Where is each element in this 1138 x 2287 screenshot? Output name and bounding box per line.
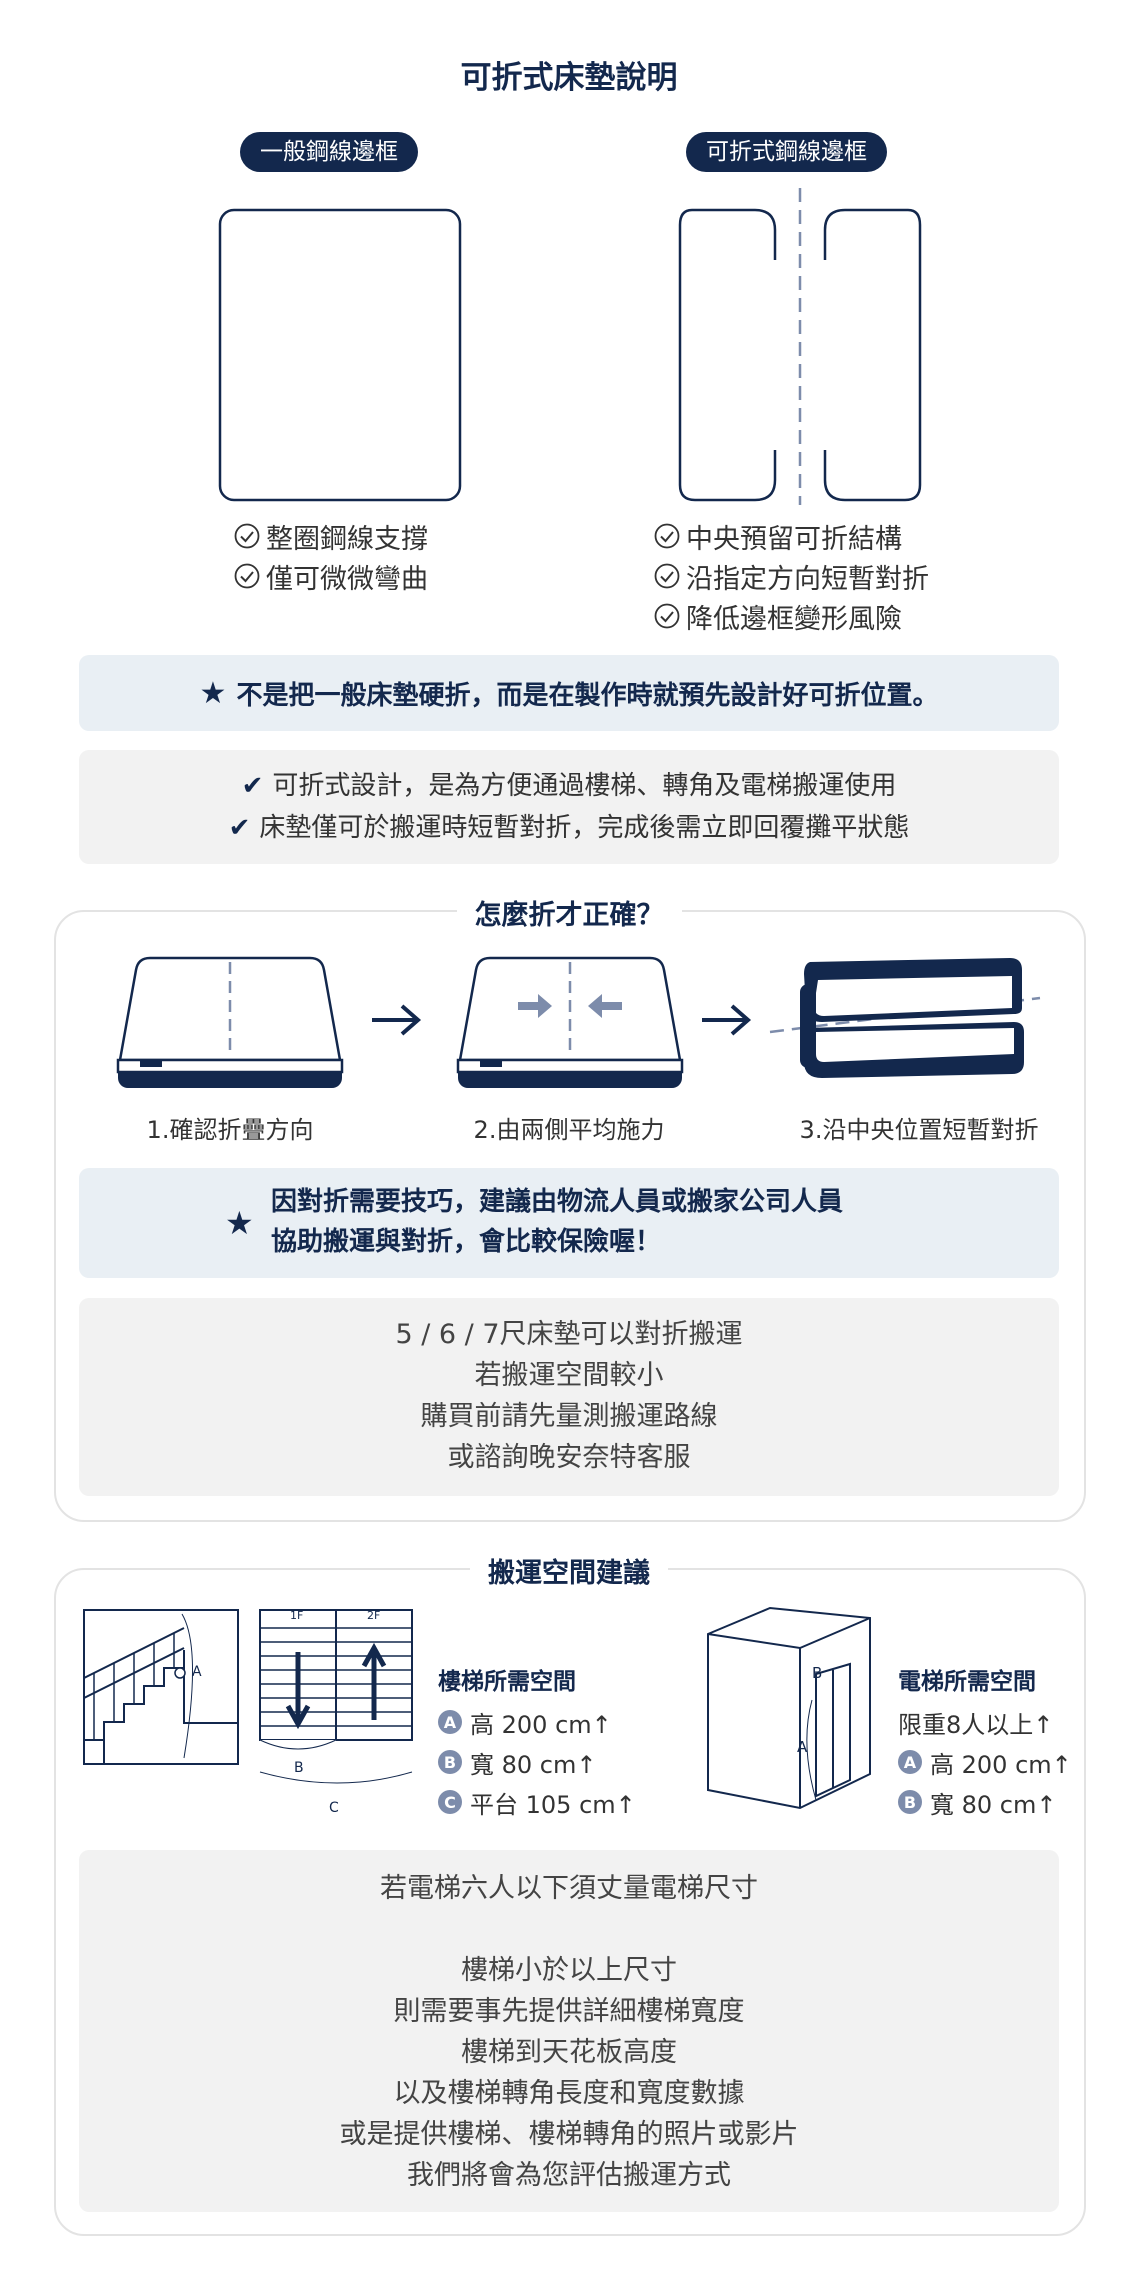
step1-mattress-icon xyxy=(116,956,344,1088)
step3-folded-mattress-icon xyxy=(769,958,1041,1078)
folding-tip-line: 協助搬運與對折，會比較保險喔！ xyxy=(271,1227,662,1257)
elevator-limit: 限重8人以上↑ xyxy=(898,1710,1054,1739)
space-info-band: 若電梯六人以下須丈量電梯尺寸 樓梯小於以上尺寸 則需要事先提供詳細樓梯寬度 樓梯… xyxy=(79,1850,1059,2212)
folding-info-line: 或諮詢晚安奈特客服 xyxy=(447,1442,691,1473)
space-title: 搬運空間建議 xyxy=(470,1558,668,1589)
general-point-text: 整圈鋼線支撐 xyxy=(266,523,428,555)
elevator-spec-text: 高 200 cm↑ xyxy=(930,1750,1072,1779)
arrow-right-icon xyxy=(372,1004,422,1036)
badge-c: C xyxy=(438,1790,462,1814)
check-icon: ✔ xyxy=(228,813,260,843)
stairs-spec: C 平台 105 cm↑ xyxy=(438,1782,636,1822)
stairs-spec-text: 平台 105 cm↑ xyxy=(470,1790,636,1819)
folding-info-line: 購買前請先量測搬運路線 xyxy=(420,1401,718,1432)
step-label: 3.沿中央位置短暫對折 xyxy=(799,1116,1039,1144)
label-c: C xyxy=(329,1800,339,1816)
space-info-line: 樓梯到天花板高度 xyxy=(461,2037,677,2068)
folding-info-line: 若搬運空間較小 xyxy=(474,1360,664,1391)
space-info-line: 樓梯小於以上尺寸 xyxy=(461,1955,677,1986)
label-2f: 2F xyxy=(367,1609,381,1622)
foldable-point: 中央預留可折結構 xyxy=(654,516,929,556)
folding-title: 怎麼折才正確？ xyxy=(456,900,682,931)
elevator-diagram xyxy=(707,1606,871,1810)
design-note-text: 不是把一般床墊硬折，而是在製作時就預先設計好可折位置。 xyxy=(236,680,939,711)
stairs-spec-text: 高 200 cm↑ xyxy=(470,1710,612,1739)
foldable-point-text: 中央預留可折結構 xyxy=(686,523,902,555)
circle-check-icon xyxy=(654,523,680,549)
usage-note-text: 床墊僅可於搬運時短暫對折，完成後需立即回覆攤平狀態 xyxy=(259,813,910,843)
label-b: B xyxy=(812,1664,823,1682)
star-icon: ★ xyxy=(225,1204,254,1242)
space-title-wrap: 搬運空間建議 xyxy=(0,1551,1138,1590)
foldable-point: 降低邊框變形風險 xyxy=(654,596,929,636)
space-info-spacer xyxy=(79,1909,1059,1950)
space-info-line: 若電梯六人以下須丈量電梯尺寸 xyxy=(380,1873,758,1904)
stairs-spec: B 寬 80 cm↑ xyxy=(438,1742,636,1782)
badge-b: B xyxy=(898,1790,922,1814)
badge-a: A xyxy=(898,1750,922,1774)
foldable-frame-diagram xyxy=(678,188,922,505)
elevator-spec-text: 寬 80 cm↑ xyxy=(930,1790,1057,1819)
folding-info-line: 5 / 6 / 7尺床墊可以對折搬運 xyxy=(395,1319,743,1350)
usage-notes-band: ✔ 可折式設計，是為方便通過樓梯、轉角及電梯搬運使用 ✔ 床墊僅可於搬運時短暫對… xyxy=(79,750,1059,864)
circle-check-icon xyxy=(654,563,680,589)
general-frame-label: 一般鋼線邊框 xyxy=(240,132,418,172)
stairs-spec: A 高 200 cm↑ xyxy=(438,1702,636,1742)
folding-info-band: 5 / 6 / 7尺床墊可以對折搬運 若搬運空間較小 購買前請先量測搬運路線 或… xyxy=(79,1298,1059,1496)
usage-note: ✔ 可折式設計，是為方便通過樓梯、轉角及電梯搬運使用 xyxy=(242,765,897,807)
folding-title-wrap: 怎麼折才正確？ xyxy=(0,893,1138,932)
usage-note: ✔ 床墊僅可於搬運時短暫對折，完成後需立即回覆攤平狀態 xyxy=(229,807,910,849)
page-title: 可折式床墊說明 xyxy=(460,60,678,96)
foldable-point-text: 降低邊框變形風險 xyxy=(686,603,902,635)
label-a: A xyxy=(192,1664,202,1680)
step-label: 1.確認折疊方向 xyxy=(146,1116,314,1144)
label-1f: 1F xyxy=(290,1609,304,1622)
general-point: 僅可微微彎曲 xyxy=(234,556,428,596)
staircase-diagram xyxy=(83,1609,239,1765)
folding-tip-band: ★ 因對折需要技巧，建議由物流人員或搬家公司人員 協助搬運與對折，會比較保險喔！ xyxy=(79,1168,1059,1278)
folding-tip-line: 因對折需要技巧，建議由物流人員或搬家公司人員 xyxy=(271,1187,844,1217)
dimension-c-line xyxy=(259,1771,413,1784)
space-info-line: 以及樓梯轉角長度和寬度數據 xyxy=(393,2078,745,2109)
general-point-text: 僅可微微彎曲 xyxy=(266,563,428,595)
foldable-frame-label: 可折式鋼線邊框 xyxy=(686,132,887,172)
stairs-heading: 樓梯所需空間 xyxy=(438,1669,576,1695)
foldable-point-text: 沿指定方向短暫對折 xyxy=(686,563,929,595)
arrow-right-icon xyxy=(702,1004,752,1036)
space-info-line: 我們將會為您評估搬運方式 xyxy=(407,2160,731,2191)
stairs-spec-text: 寬 80 cm↑ xyxy=(470,1750,597,1779)
step-label: 2.由兩側平均施力 xyxy=(473,1116,665,1144)
star-icon: ★ xyxy=(199,675,227,711)
space-info-line: 則需要事先提供詳細樓梯寬度 xyxy=(393,1996,745,2027)
space-info-line: 或是提供樓梯、樓梯轉角的照片或影片 xyxy=(339,2119,799,2150)
circle-check-icon xyxy=(234,563,260,589)
general-frame-diagram xyxy=(218,208,462,502)
step2-mattress-icon xyxy=(456,956,684,1088)
elevator-spec: A 高 200 cm↑ xyxy=(898,1742,1072,1782)
circle-check-icon xyxy=(654,603,680,629)
badge-b: B xyxy=(438,1750,462,1774)
foldable-point: 沿指定方向短暫對折 xyxy=(654,556,929,596)
label-b: B xyxy=(294,1760,304,1776)
badge-a: A xyxy=(438,1710,462,1734)
general-point: 整圈鋼線支撐 xyxy=(234,516,428,556)
circle-check-icon xyxy=(234,523,260,549)
elevator-heading: 電梯所需空間 xyxy=(898,1669,1036,1695)
floorplan-diagram xyxy=(259,1609,413,1756)
check-icon: ✔ xyxy=(241,771,273,801)
design-note-band: ★ 不是把一般床墊硬折，而是在製作時就預先設計好可折位置。 xyxy=(79,655,1059,731)
label-a: A xyxy=(797,1738,808,1756)
usage-note-text: 可折式設計，是為方便通過樓梯、轉角及電梯搬運使用 xyxy=(272,771,897,801)
elevator-spec: B 寬 80 cm↑ xyxy=(898,1782,1072,1822)
